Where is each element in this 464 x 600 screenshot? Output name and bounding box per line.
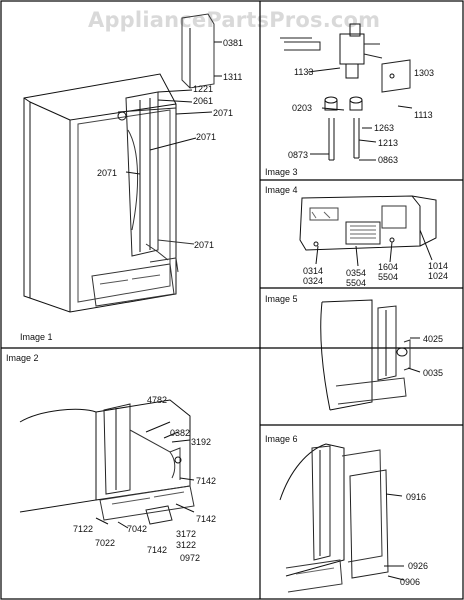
part-label-0324: 0324 bbox=[303, 276, 324, 286]
part-label-3122: 3122 bbox=[176, 540, 197, 550]
watermark-text: AppliancePartsPros.com bbox=[88, 8, 381, 32]
caption-image2: Image 2 bbox=[6, 353, 39, 363]
part-label-2071-mid: 2071 bbox=[196, 132, 217, 142]
part-label-0926: 0926 bbox=[408, 561, 429, 571]
part-label-4782: 4782 bbox=[147, 395, 168, 405]
part-label-0035: 0035 bbox=[423, 368, 444, 378]
part-label-1604: 1604 bbox=[378, 262, 399, 272]
part-label-1014: 1014 bbox=[428, 261, 449, 271]
part-label-1213: 1213 bbox=[378, 138, 399, 148]
part-label-0906: 0906 bbox=[400, 577, 421, 587]
part-label-7142-lower: 7142 bbox=[196, 514, 217, 524]
part-label-0916: 0916 bbox=[406, 492, 427, 502]
caption-image6: Image 6 bbox=[265, 434, 298, 444]
part-label-0203: 0203 bbox=[292, 103, 313, 113]
part-label-1113: 1113 bbox=[414, 110, 433, 120]
caption-image4: Image 4 bbox=[265, 185, 298, 195]
part-label-2071-left: 2071 bbox=[97, 168, 118, 178]
part-label-7042: 7042 bbox=[127, 524, 148, 534]
image1-cabinet-drawing bbox=[23, 13, 222, 313]
image6-cabinet-drawing bbox=[279, 443, 405, 593]
part-label-3172: 3172 bbox=[176, 529, 197, 539]
part-label-1133: 1133 bbox=[294, 67, 314, 77]
part-label-0873: 0873 bbox=[288, 150, 309, 160]
part-label-5504-left: 5504 bbox=[346, 278, 367, 288]
part-label-7122: 7122 bbox=[73, 524, 94, 534]
part-label-2071-top: 2071 bbox=[213, 108, 234, 118]
part-label-2071-bottom: 2071 bbox=[194, 240, 215, 250]
part-label-0381: 0381 bbox=[223, 38, 244, 48]
part-label-0354: 0354 bbox=[346, 268, 367, 278]
image2-cabinet-drawing bbox=[19, 399, 195, 529]
part-label-0972: 0972 bbox=[180, 553, 201, 563]
part-label-7142-right: 7142 bbox=[196, 476, 217, 486]
caption-image5: Image 5 bbox=[265, 294, 298, 304]
part-label-1221: 1221 bbox=[193, 84, 214, 94]
part-label-5504-right: 5504 bbox=[378, 272, 399, 282]
part-label-0382: 0382 bbox=[170, 428, 191, 438]
image5-cabinet-drawing bbox=[320, 299, 421, 411]
image4-compartment-drawing bbox=[299, 195, 437, 267]
caption-image1: Image 1 bbox=[20, 332, 53, 342]
part-label-3192: 3192 bbox=[191, 437, 212, 447]
part-label-1303: 1303 bbox=[414, 68, 435, 78]
part-label-0314: 0314 bbox=[303, 266, 324, 276]
part-label-0863: 0863 bbox=[378, 155, 399, 165]
part-label-1024: 1024 bbox=[428, 271, 449, 281]
caption-image3: Image 3 bbox=[265, 167, 298, 177]
part-label-1263: 1263 bbox=[374, 123, 395, 133]
part-label-4025: 4025 bbox=[423, 334, 444, 344]
part-label-2061: 2061 bbox=[193, 96, 214, 106]
part-label-7022: 7022 bbox=[95, 538, 116, 548]
image3-valve-drawing bbox=[280, 23, 413, 161]
part-label-1311: 1311 bbox=[223, 72, 243, 82]
part-label-7142-bottom: 7142 bbox=[147, 545, 168, 555]
